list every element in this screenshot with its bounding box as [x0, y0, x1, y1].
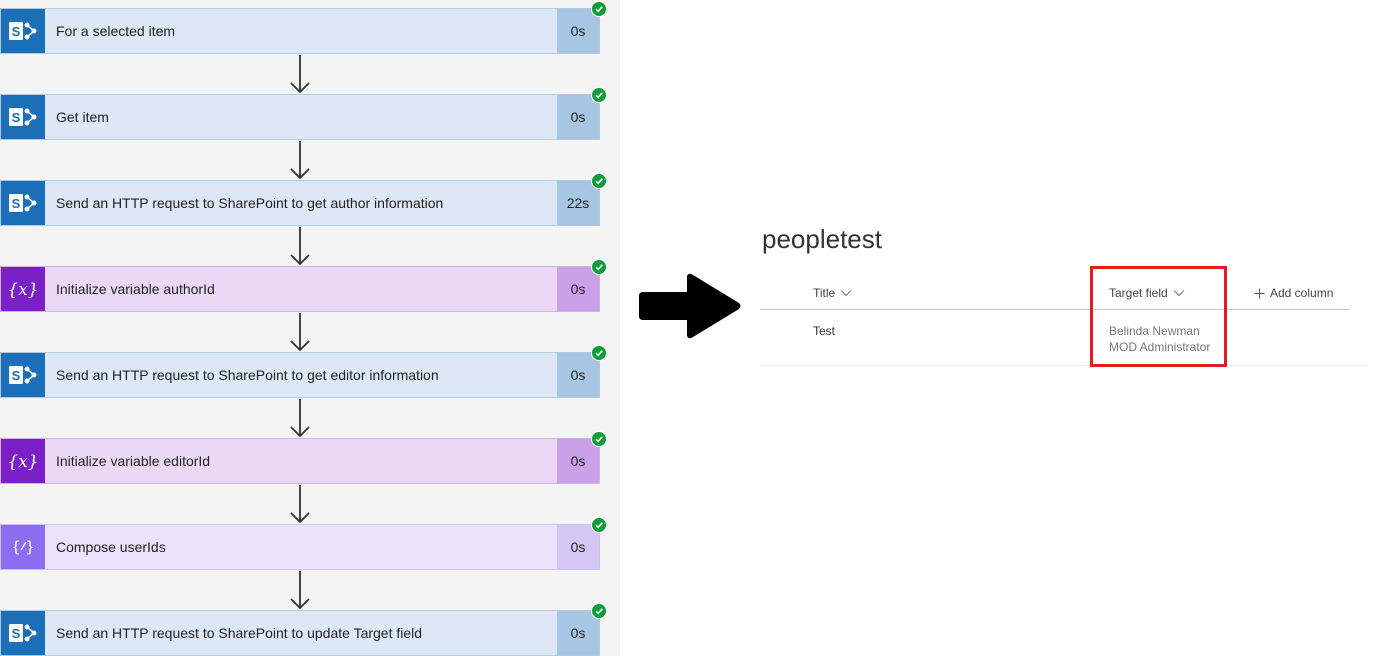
variable-icon: {x} [1, 439, 45, 483]
down-arrow-icon [290, 55, 310, 94]
success-check-icon [591, 1, 607, 17]
success-check-icon [591, 259, 607, 275]
step-label: For a selected item [56, 23, 176, 39]
down-arrow-icon [290, 141, 310, 180]
success-check-icon [591, 517, 607, 533]
flow-step-http-author[interactable]: S Send an HTTP request to SharePoint to … [0, 173, 607, 226]
flow-step-for-selected-item[interactable]: S For a selected item 0s [0, 1, 607, 54]
step-label: Compose userIds [56, 539, 166, 555]
success-check-icon [591, 87, 607, 103]
down-arrow-icon [290, 227, 310, 266]
sharepoint-icon: S [1, 611, 45, 655]
svg-text:S: S [12, 196, 21, 211]
success-check-icon [591, 173, 607, 189]
down-arrow-icon [290, 399, 310, 438]
compose-icon: { } [1, 525, 45, 569]
svg-text:{x}: {x} [7, 452, 38, 472]
sharepoint-icon: S [1, 9, 45, 53]
step-label: Send an HTTP request to SharePoint to ge… [56, 195, 444, 211]
add-column-label: Add column [1270, 286, 1334, 300]
step-label: Send an HTTP request to SharePoint to up… [56, 625, 423, 641]
step-duration: 0s [557, 95, 599, 139]
step-label: Initialize variable authorId [56, 281, 215, 297]
step-label: Send an HTTP request to SharePoint to ge… [56, 367, 439, 383]
success-check-icon [591, 431, 607, 447]
down-arrow-icon [290, 571, 310, 610]
flow-step-get-item[interactable]: S Get item 0s [0, 87, 607, 140]
list-title: peopletest [762, 224, 882, 254]
down-arrow-icon [290, 313, 310, 352]
svg-text:S: S [12, 368, 21, 383]
step-duration: 22s [557, 181, 599, 225]
flow-run-panel: S For a selected item 0s S Get item 0s S… [0, 0, 620, 656]
column-header-label: Target field [1109, 286, 1168, 300]
success-check-icon [591, 603, 607, 619]
flow-step-compose-userids[interactable]: { } Compose userIds 0s [0, 517, 607, 570]
add-column-button[interactable]: Add column [1254, 286, 1333, 300]
svg-text:S: S [12, 626, 21, 641]
success-check-icon [591, 345, 607, 361]
step-label: Initialize variable editorId [56, 453, 211, 469]
flow-step-init-editorid[interactable]: {x} Initialize variable editorId 0s [0, 431, 607, 484]
step-duration: 0s [557, 439, 599, 483]
right-arrow-icon [639, 273, 741, 339]
person-name[interactable]: Belinda Newman [1109, 324, 1200, 338]
down-arrow-icon [290, 485, 310, 524]
cell-target-field: Belinda Newman MOD Administrator [1109, 323, 1210, 355]
highlight-box [1090, 266, 1227, 367]
sharepoint-icon: S [1, 95, 45, 139]
step-duration: 0s [557, 9, 599, 53]
plus-icon [1254, 288, 1265, 298]
header-divider [760, 309, 1350, 310]
sharepoint-icon: S [1, 181, 45, 225]
step-label: Get item [56, 109, 109, 125]
variable-icon: {x} [1, 267, 45, 311]
svg-text:{x}: {x} [7, 280, 38, 300]
flow-step-http-update-target[interactable]: S Send an HTTP request to SharePoint to … [0, 603, 607, 656]
chevron-down-icon [840, 290, 852, 297]
svg-text:S: S [12, 110, 21, 125]
row-divider [760, 365, 1368, 366]
step-duration: 0s [557, 267, 599, 311]
flow-step-http-editor[interactable]: S Send an HTTP request to SharePoint to … [0, 345, 607, 398]
column-header-target-field[interactable]: Target field [1109, 286, 1185, 300]
cell-title[interactable]: Test [813, 324, 836, 338]
person-name[interactable]: MOD Administrator [1109, 340, 1211, 354]
column-header-title[interactable]: Title [813, 286, 852, 300]
step-duration: 0s [557, 353, 599, 397]
column-header-label: Title [813, 286, 836, 300]
flow-step-init-authorid[interactable]: {x} Initialize variable authorId 0s [0, 259, 607, 312]
chevron-down-icon [1173, 290, 1185, 297]
sharepoint-icon: S [1, 353, 45, 397]
step-duration: 0s [557, 611, 599, 655]
svg-text:S: S [12, 24, 21, 39]
step-duration: 0s [557, 525, 599, 569]
